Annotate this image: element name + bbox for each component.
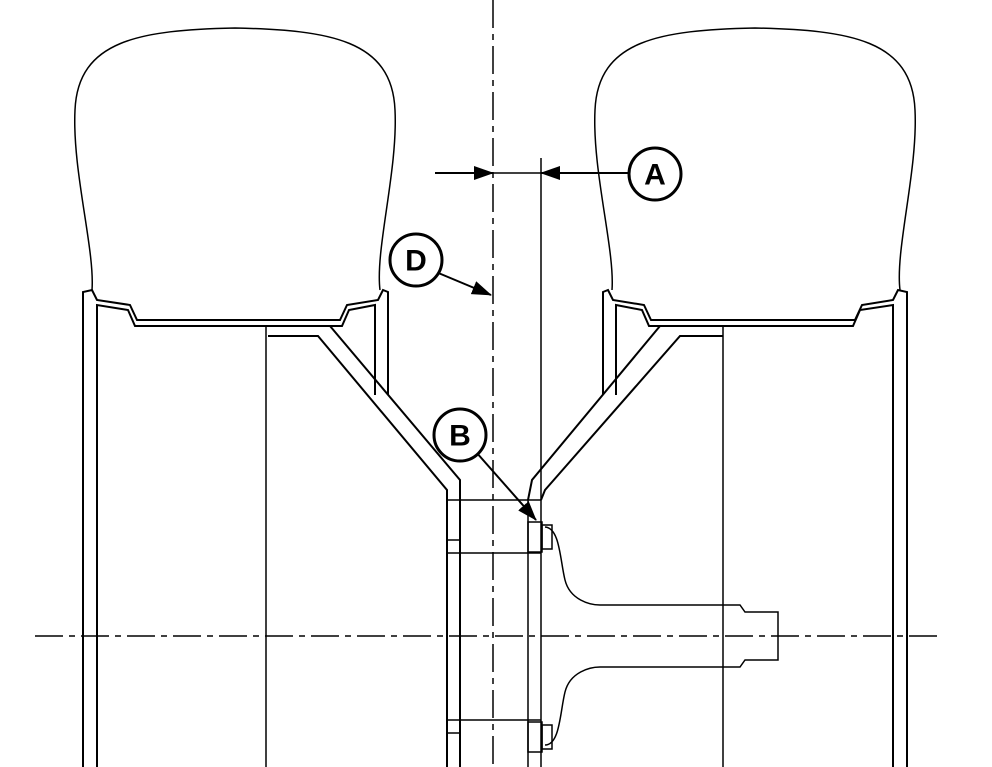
right-rim [602,288,908,767]
right-wheel-disc [527,325,723,501]
left-tire [73,27,397,291]
right-tire [593,27,917,291]
hub [527,500,779,767]
callout-a-label: A [644,159,666,192]
callout-b: B [432,407,537,521]
callout-d-label: D [405,245,427,278]
left-rim [82,288,389,767]
callout-b-label: B [449,420,471,453]
callout-a: A [627,146,683,202]
wheel-stud-top [527,521,543,553]
left-wheel-disc [268,325,541,767]
wheel-stud-bottom [527,721,543,753]
callout-d: D [388,232,492,296]
